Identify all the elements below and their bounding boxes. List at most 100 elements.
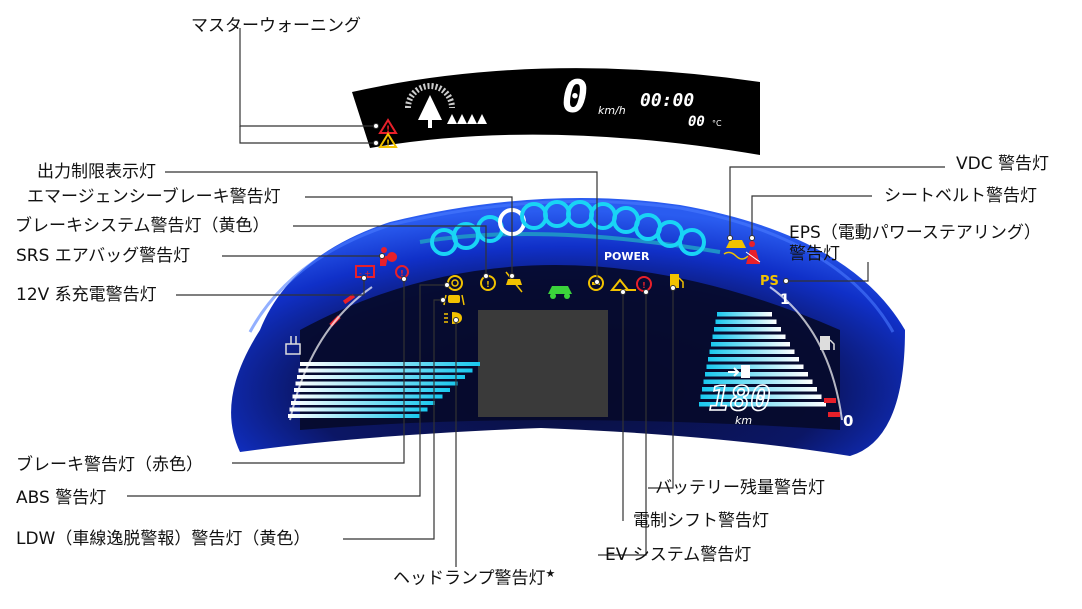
charge-12v-label: 12V 系充電警告灯 xyxy=(16,285,157,305)
shift-label: 電制シフト警告灯 xyxy=(633,511,769,531)
output-limit-label: 出力制限表示灯 xyxy=(37,162,156,182)
leader-line xyxy=(598,292,647,556)
battery-level-bar xyxy=(714,327,781,332)
leader-dot xyxy=(440,297,446,303)
leader-line xyxy=(165,171,598,282)
leader-line xyxy=(127,284,447,497)
leader-line xyxy=(343,299,443,540)
leader-dot xyxy=(783,278,789,284)
battery-level-bar xyxy=(700,394,822,399)
leader-line xyxy=(293,225,487,276)
battery-level-bar xyxy=(708,357,799,362)
leader-dot xyxy=(379,253,385,259)
svg-text:!: ! xyxy=(486,280,490,289)
leader-line xyxy=(305,196,513,276)
battery-level-bar xyxy=(709,349,795,354)
vdc-icon xyxy=(723,240,749,260)
leader-line xyxy=(786,262,869,282)
left-gauge-bar xyxy=(297,375,465,379)
seatbelt-icon xyxy=(745,241,761,264)
battery-level-bar xyxy=(705,372,808,377)
leader-dot xyxy=(727,235,733,241)
leader-dot xyxy=(483,273,489,279)
battery-level-bar xyxy=(715,319,777,324)
seatbelt-label: シートベルト警告灯 xyxy=(884,186,1037,206)
battery-level-bar xyxy=(699,402,826,407)
battery-level-bar xyxy=(717,312,772,317)
battery-level-bar xyxy=(711,342,790,347)
battery-scale-max: 1 xyxy=(780,292,790,308)
headlamp-icon xyxy=(444,312,462,324)
charge-plug-icon xyxy=(285,336,301,355)
left-gauge-bar xyxy=(291,401,435,405)
leader-line xyxy=(729,166,945,238)
battery-scale-min: 0 xyxy=(843,412,853,430)
leader-line xyxy=(239,28,376,127)
leader-dot xyxy=(401,276,407,282)
leader-dot xyxy=(749,235,755,241)
eps-icon: PS xyxy=(760,274,779,289)
range-unit: km xyxy=(735,414,752,427)
temperature-unit: °C xyxy=(712,119,722,128)
leader-dot xyxy=(594,279,600,285)
master-warning-label: マスターウォーニング xyxy=(191,16,361,36)
leader-dot xyxy=(453,317,459,323)
power-segment xyxy=(678,228,706,256)
clock-display: 00:00 xyxy=(640,90,694,111)
range-value: 180 xyxy=(709,379,770,419)
power-meter-segments xyxy=(430,200,706,256)
leader-dot xyxy=(620,289,626,295)
battery-low-icon xyxy=(670,274,684,288)
ready-car-icon xyxy=(548,286,572,299)
abs-label: ABS 警告灯 xyxy=(16,488,107,508)
leader-line xyxy=(232,279,405,464)
center-screen xyxy=(478,310,608,417)
battery-level-bar xyxy=(703,379,813,384)
leader-line xyxy=(648,288,674,489)
battery-level-bars xyxy=(699,312,826,407)
battery-level-bar xyxy=(702,387,817,392)
speed-unit: km/h xyxy=(598,104,626,117)
left-gauge-bar xyxy=(300,362,480,366)
emergency-brake-icon xyxy=(505,271,523,293)
right-red-ticks xyxy=(824,398,840,417)
headlamp-label: ヘッドランプ警告灯★ xyxy=(393,564,555,589)
leader-line xyxy=(751,195,872,238)
srs-airbag-label: SRS エアバッグ警告灯 xyxy=(16,246,191,266)
eco-tree-icon xyxy=(405,83,487,128)
leader-dot xyxy=(670,285,676,291)
leader-line xyxy=(176,278,365,296)
eps-label-line2: 警告灯 xyxy=(789,244,840,264)
leader-dot xyxy=(373,123,379,129)
power-label: POWER xyxy=(604,250,650,263)
left-gauge-bar xyxy=(288,414,420,418)
left-gauge-bars xyxy=(288,362,480,418)
headlamp-label-text: ヘッドランプ警告灯 xyxy=(393,568,546,589)
svg-text:- +: - + xyxy=(359,269,371,278)
leader-dot xyxy=(361,275,367,281)
left-gauge-bar xyxy=(295,381,458,386)
leader-line xyxy=(239,126,376,144)
leader-dot xyxy=(444,282,450,288)
fuel-pump-icon xyxy=(820,336,835,350)
temperature-value: 00 xyxy=(688,114,705,130)
battery-level-bar xyxy=(712,334,786,339)
svg-text:!: ! xyxy=(386,125,390,135)
left-gauge-bar xyxy=(298,368,473,373)
svg-text:!: ! xyxy=(386,139,390,149)
vdc-label: VDC 警告灯 xyxy=(956,154,1049,174)
ldw-label: LDW（車線逸脱警報）警告灯（黄色） xyxy=(16,529,311,549)
left-gauge-bar xyxy=(292,394,443,399)
brake-red-label: ブレーキ警告灯（赤色） xyxy=(16,455,203,475)
ev-system-label: EV システム警告灯 xyxy=(605,545,752,565)
emergency-brake-label: エマージェンシーブレーキ警告灯 xyxy=(27,187,281,207)
battery-level-bar xyxy=(706,364,804,369)
speed-value: 0 xyxy=(562,72,589,123)
upper-display-panel xyxy=(352,68,760,155)
leader-dot xyxy=(643,289,649,295)
master-warning-yellow-icon: ! xyxy=(378,132,398,149)
leader-dot xyxy=(373,140,379,146)
left-gauge-bar xyxy=(294,388,450,392)
